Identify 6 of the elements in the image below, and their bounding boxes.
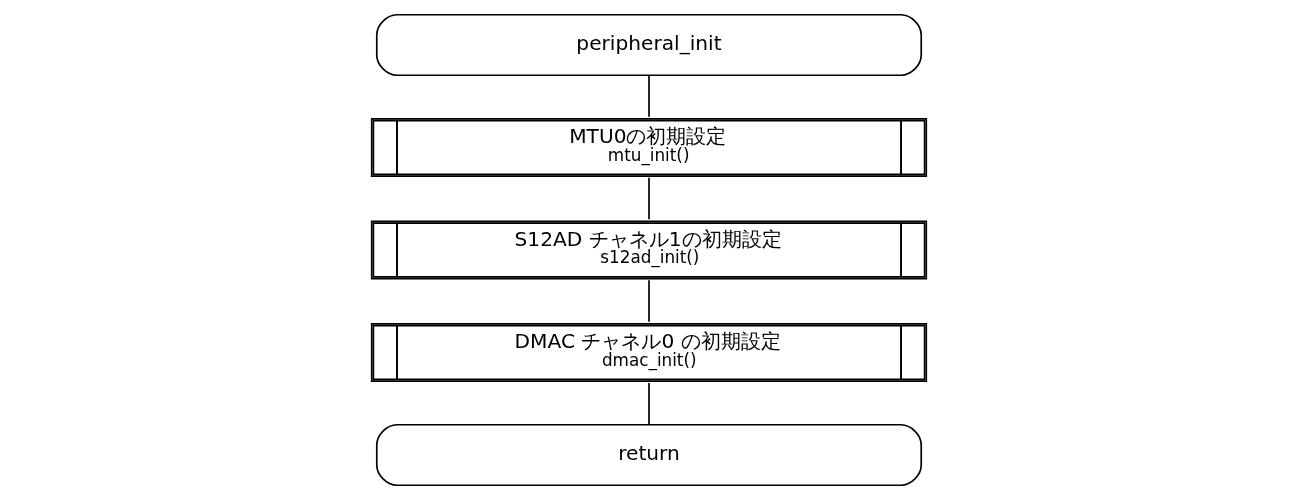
connector	[648, 74, 650, 118]
node-box: return	[375, 423, 923, 487]
node-box: peripheral_init	[375, 13, 923, 77]
connector	[648, 279, 650, 323]
connector	[648, 382, 650, 426]
connector	[648, 177, 650, 221]
